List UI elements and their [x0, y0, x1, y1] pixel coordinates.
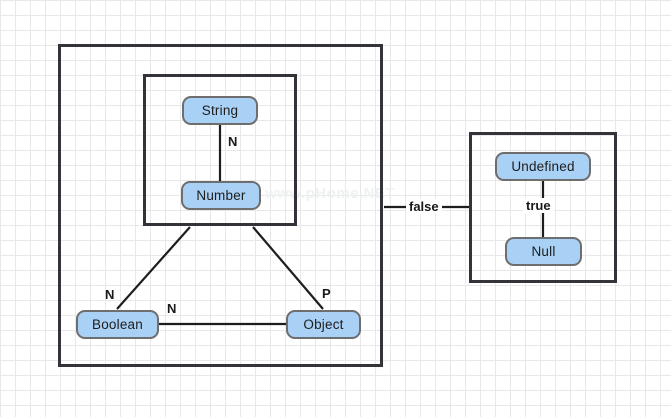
node-string[interactable]: String	[182, 96, 258, 125]
edge-label-boolean-object: N	[167, 301, 177, 316]
node-object[interactable]: Object	[286, 310, 361, 339]
watermark-text: www.pHome.NET	[265, 185, 396, 202]
node-number[interactable]: Number	[181, 181, 261, 210]
edge-label-inner-boolean: N	[105, 287, 115, 302]
edge-inner-boolean	[116, 226, 191, 310]
group-box-outer-left[interactable]	[58, 44, 383, 367]
edge-label-inner-object: P	[322, 286, 331, 301]
edge-label-left-right: false	[406, 199, 442, 214]
edge-label-undefined-null: true	[523, 198, 554, 213]
node-null[interactable]: Null	[505, 237, 582, 266]
node-undefined[interactable]: Undefined	[495, 152, 591, 181]
edge-label-string-number: N	[228, 134, 238, 149]
group-box-right[interactable]	[469, 132, 617, 283]
edge-inner-object	[252, 226, 324, 310]
node-boolean[interactable]: Boolean	[76, 310, 159, 339]
group-box-inner[interactable]	[143, 74, 297, 226]
